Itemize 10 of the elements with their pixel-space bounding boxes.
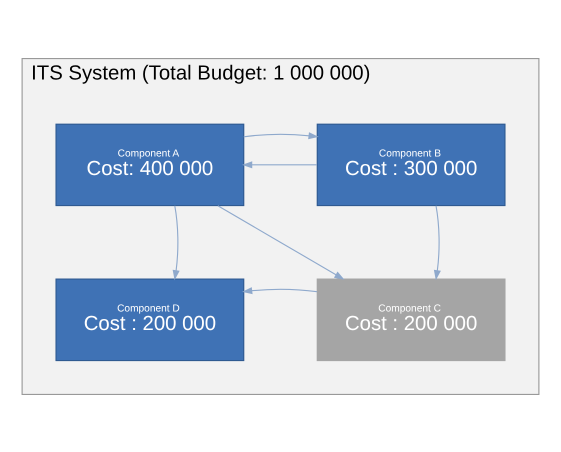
arrow: [172, 205, 180, 280]
node-box: Component D Cost : 200 000: [55, 278, 244, 361]
arrow: [244, 132, 319, 139]
node-box: Component C Cost : 200 000: [316, 278, 506, 361]
arrow: [242, 160, 317, 168]
node-box: Component B Cost : 300 000: [316, 123, 506, 206]
arrow: [242, 286, 318, 294]
arrow: [218, 204, 345, 280]
node-box: Component A Cost: 400 000: [55, 123, 244, 206]
arrow: [434, 205, 441, 280]
